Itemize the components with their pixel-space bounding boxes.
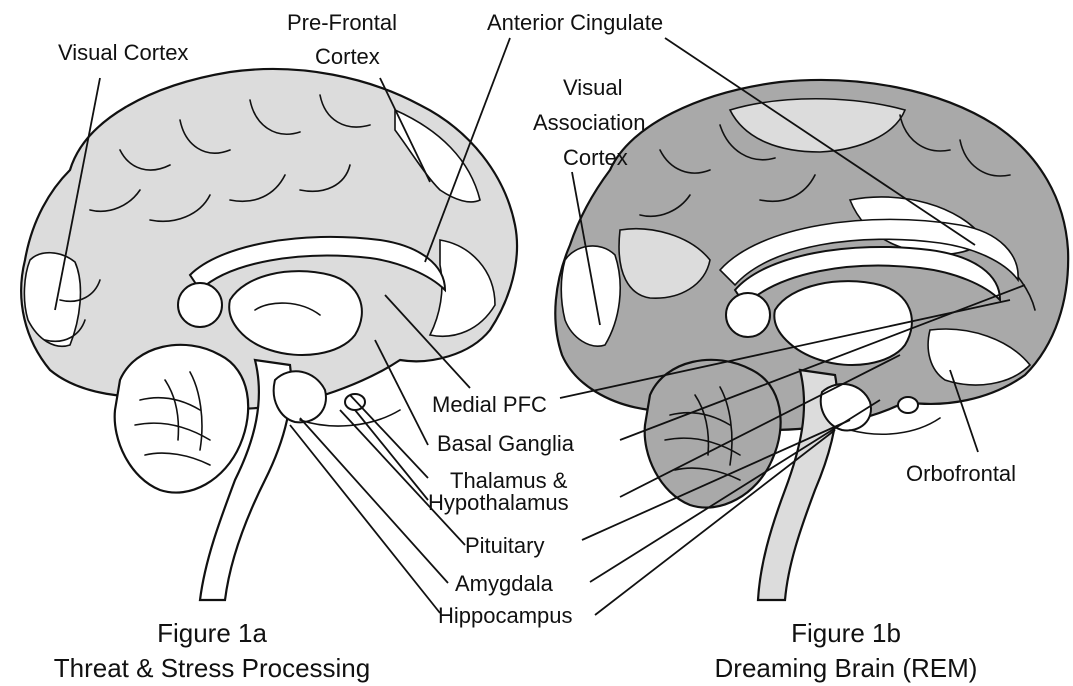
label-prefrontal-line1: Pre-Frontal xyxy=(287,10,397,35)
caption-fig1a-title: Figure 1a xyxy=(157,618,267,648)
label-basal-ganglia: Basal Ganglia xyxy=(437,431,575,456)
caption-fig1b-title: Figure 1b xyxy=(791,618,901,648)
caption-fig1a-subtitle: Threat & Stress Processing xyxy=(54,653,370,683)
label-orbofrontal: Orbofrontal xyxy=(906,461,1016,486)
label-pituitary: Pituitary xyxy=(465,533,544,558)
label-anterior-cingulate: Anterior Cingulate xyxy=(487,10,663,35)
label-medial-pfc: Medial PFC xyxy=(432,392,547,417)
brain-1b-cerebellum xyxy=(645,360,781,508)
brain-1a-hippocampus xyxy=(274,371,326,422)
label-thalamus-line2: Hypothalamus xyxy=(428,490,569,515)
label-visual-assoc-line1: Visual xyxy=(563,75,623,100)
brain-1b xyxy=(555,80,1068,600)
label-amygdala: Amygdala xyxy=(455,571,554,596)
label-visual-cortex: Visual Cortex xyxy=(58,40,188,65)
caption-fig1b-subtitle: Dreaming Brain (REM) xyxy=(715,653,978,683)
brain-1b-pituitary xyxy=(898,397,918,413)
label-prefrontal-line2: Cortex xyxy=(315,44,380,69)
label-visual-assoc-line2: Association xyxy=(533,110,646,135)
label-hippocampus: Hippocampus xyxy=(438,603,573,628)
label-visual-assoc-line3: Cortex xyxy=(563,145,628,170)
brain-1a-cerebellum xyxy=(115,345,249,493)
